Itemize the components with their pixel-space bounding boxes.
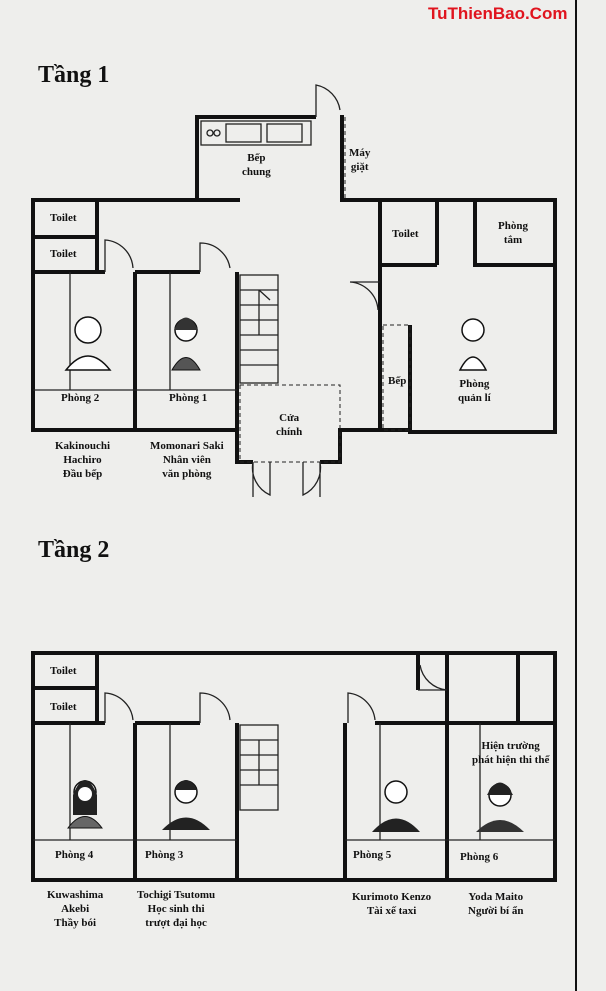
room-label-kitchen: Bếp chung bbox=[242, 152, 271, 178]
room-label-crime-scene: Hiện trường phát hiện thi thể bbox=[472, 740, 550, 766]
floor1-walls bbox=[31, 84, 557, 497]
character-kurimoto-icon bbox=[372, 780, 420, 832]
room-label-toilet: Toilet bbox=[50, 701, 77, 713]
room-label-entrance: Cửa chính bbox=[276, 412, 303, 438]
floor2-title: Tầng 2 bbox=[38, 537, 110, 563]
caption-room5: Kurimoto Kenzo Tài xế taxi bbox=[352, 891, 432, 917]
room-label-room5: Phòng 5 bbox=[353, 849, 392, 861]
room-label-kitchen2: Bếp bbox=[388, 375, 407, 387]
character-yoda-icon bbox=[476, 782, 524, 832]
room-label-room2: Phòng 2 bbox=[61, 392, 100, 404]
room-label-toilet: Toilet bbox=[50, 248, 77, 260]
room-label-bath: Phòng tắm bbox=[498, 220, 528, 246]
room-label-washer: Máy giặt bbox=[349, 147, 371, 173]
room-label-toilet: Toilet bbox=[50, 665, 77, 677]
character-kuwashima-icon bbox=[67, 780, 103, 829]
room-label-room3: Phòng 3 bbox=[145, 849, 184, 861]
character-tochigi-icon bbox=[162, 780, 210, 830]
room-label-manager: Phòng quản lí bbox=[458, 378, 491, 404]
character-manager-icon bbox=[458, 318, 488, 371]
floor1-title: Tầng 1 bbox=[38, 62, 110, 88]
caption-room4: Kuwashima Akebi Thầy bói bbox=[47, 889, 104, 929]
room-label-toilet: Toilet bbox=[50, 212, 77, 224]
character-kakinouchi-icon bbox=[64, 316, 112, 371]
caption-room6: Yoda Maito Người bí ẩn bbox=[468, 891, 524, 917]
room-label-toilet: Toilet bbox=[392, 228, 419, 240]
watermark: TuThienBao.Com bbox=[428, 4, 568, 23]
room-label-room1: Phòng 1 bbox=[169, 392, 208, 404]
caption-room2: Kakinouchi Hachiro Đầu bếp bbox=[55, 440, 111, 480]
character-momonari-icon bbox=[171, 317, 201, 371]
caption-room1: Momonari Saki Nhân viên văn phòng bbox=[150, 440, 224, 480]
caption-room3: Tochigi Tsutomu Học sinh thi trượt đại h… bbox=[137, 889, 216, 929]
room-label-room6: Phòng 6 bbox=[460, 851, 499, 863]
floor2-walls bbox=[31, 651, 557, 882]
room-label-room4: Phòng 4 bbox=[55, 849, 94, 861]
